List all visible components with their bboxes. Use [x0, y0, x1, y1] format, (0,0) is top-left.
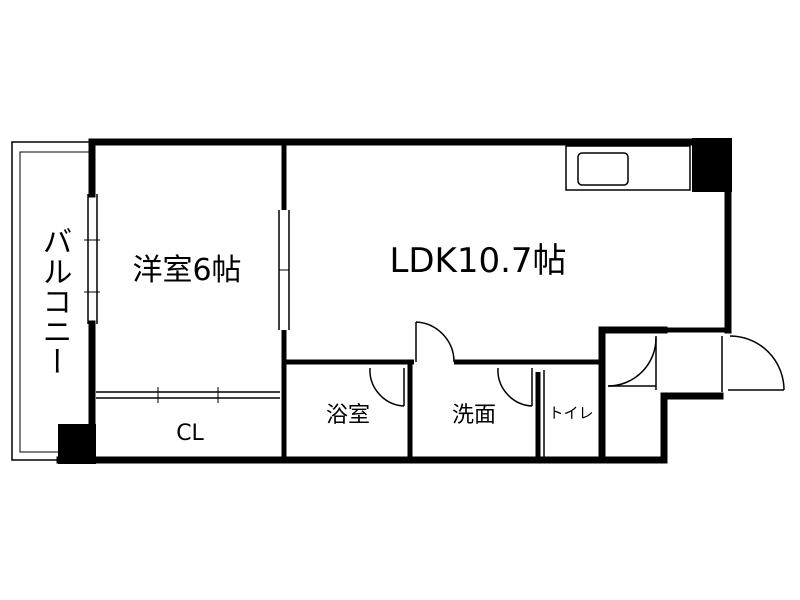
room-label-western: 洋室6帖 — [132, 253, 241, 288]
door-swings — [369, 321, 785, 407]
room-label-wash: 洗面 — [452, 403, 496, 428]
room-label-balcony: バルコニー — [37, 226, 72, 376]
column-sw — [58, 424, 96, 464]
column-ne — [692, 138, 732, 192]
interior-walls — [281, 142, 728, 460]
kitchen-sink — [565, 145, 691, 191]
window-west — [84, 194, 100, 324]
room-label-closet: CL — [176, 421, 204, 446]
room-label-ldk: LDK10.7帖 — [389, 241, 566, 281]
partitions — [96, 210, 545, 460]
balcony — [11, 141, 90, 461]
room-label-bath: 浴室 — [326, 403, 370, 428]
room-label-toilet: トイレ — [548, 404, 593, 422]
